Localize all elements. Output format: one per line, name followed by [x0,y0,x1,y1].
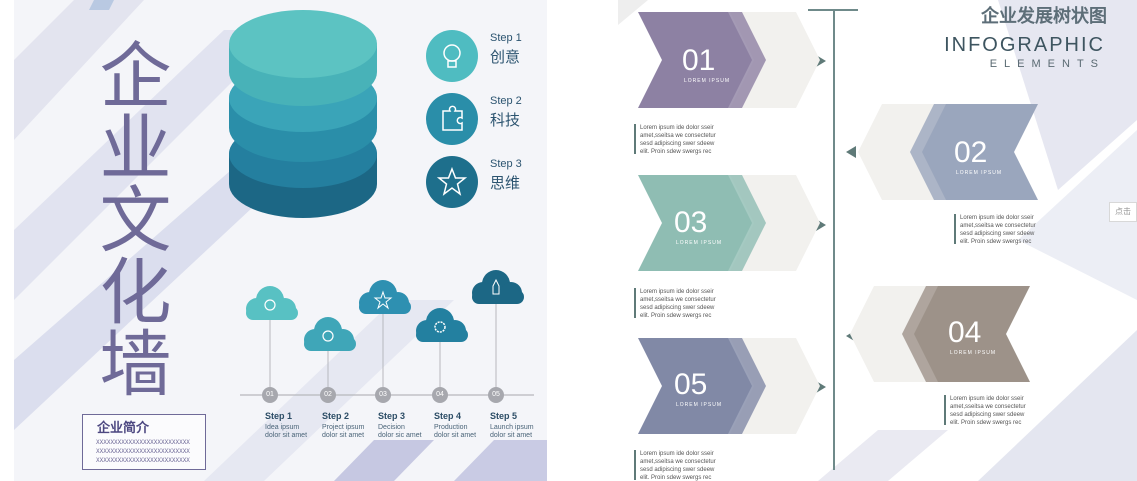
timeline-desc: Decision dolor sic amet [378,424,422,439]
timeline-desc: Production dolor sit amet [434,424,477,439]
puzzle-icon [442,105,463,131]
lorem-bar [954,214,956,244]
timeline-desc: Launch ipsum dolor sit amet [490,424,534,439]
timeline-label: Step 1 [265,411,293,421]
timeline-dot: 01 [262,387,278,403]
vertical-title: 企业文化墙 [87,38,171,398]
arrow-subtitle: LOREM IPSUM [956,170,1003,176]
lorem-bar [634,124,636,154]
step-circle-1 [426,30,478,82]
left-poster: 企业文化墙 企业简介 XXXXXXXXXXXXXXXXXXXXXXXXXX XX… [14,0,547,481]
step-circle-2 [426,93,478,145]
step-cn: 思维 [490,174,521,192]
step-label: Step 2 [490,95,522,107]
intro-line: XXXXXXXXXXXXXXXXXXXXXXXXXX [96,457,190,464]
lorem-text: Lorem ipsum ide dolor sseir amet,sseitsa… [640,289,716,319]
background-shapes [618,0,1137,481]
arrow-number: 05 [674,368,708,401]
timeline-label: Step 4 [434,411,462,421]
timeline-graphic [240,270,534,396]
arrow-subtitle: LOREM IPSUM [676,240,723,246]
timeline-label: Step 2 [322,411,350,421]
arrow-number: 04 [948,316,982,349]
intro-line: XXXXXXXXXXXXXXXXXXXXXXXXXX [96,439,190,446]
timeline-desc: Project ipsum dolor sit amet [322,424,365,439]
arrow-number: 02 [954,136,988,169]
timeline-label: Step 3 [378,411,406,421]
right-title-cn: 企业发展树状图 [981,6,1107,27]
timeline-desc: Idea ipsum dolor sit amet [265,424,308,439]
right-poster: 企业发展树状图 INFOGRAPHIC ELEMENTS 01 LOREM IP… [618,0,1137,481]
star-icon [436,166,468,196]
lorem-bar [634,288,636,318]
lorem-bar [634,450,636,480]
lorem-text: Lorem ipsum ide dolor sseir amet,sseitsa… [640,451,716,481]
step-label: Step 3 [490,158,522,170]
stacked-cylinder [229,10,377,218]
step-circle-3 [426,156,478,208]
timeline-dot: 03 [375,387,391,403]
intro-title: 企业简介 [97,421,150,436]
intro-line: XXXXXXXXXXXXXXXXXXXXXXXXXX [96,448,190,455]
timeline-dot: 04 [432,387,448,403]
right-title-en: INFOGRAPHIC [944,34,1105,56]
timeline-label: Step 5 [490,411,518,421]
arrow-number: 01 [682,44,716,77]
step-cn: 创意 [490,48,521,66]
side-chip[interactable]: 点击 [1109,202,1137,222]
lorem-bar [944,395,946,425]
lightbulb-icon [443,44,461,68]
step-cn: 科技 [490,111,521,129]
lorem-text: Lorem ipsum ide dolor sseir amet,sseitsa… [640,125,716,155]
right-subtitle-en: ELEMENTS [989,58,1105,70]
timeline-dot: 05 [488,387,504,403]
lorem-text: Lorem ipsum ide dolor sseir amet,sseitsa… [960,215,1036,245]
intro-box: 企业简介 XXXXXXXXXXXXXXXXXXXXXXXXXX XXXXXXXX… [82,414,206,470]
arrow-subtitle: LOREM IPSUM [676,402,723,408]
step-label: Step 1 [490,32,522,44]
arrow-subtitle: LOREM IPSUM [950,350,997,356]
lorem-text: Lorem ipsum ide dolor sseir amet,sseitsa… [950,396,1026,426]
arrow-number: 03 [674,206,708,239]
timeline-dot: 02 [320,387,336,403]
arrow-subtitle: LOREM IPSUM [684,78,731,84]
